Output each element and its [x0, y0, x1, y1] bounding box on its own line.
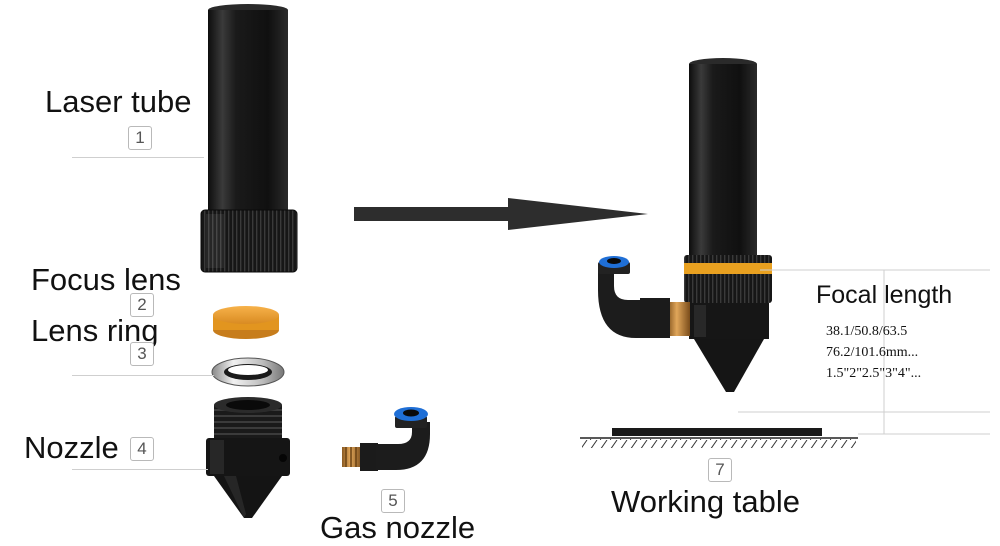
part-number-badge: 1 — [128, 126, 152, 150]
part-number-badge: 3 — [130, 342, 154, 366]
part-number-badge: 5 — [381, 489, 405, 513]
focal-length-label: Focal length — [816, 281, 953, 309]
focal-length-dimension — [738, 269, 990, 435]
focal-spec-line: 1.5"2"2.5"3"4"... — [826, 366, 922, 381]
assembled-laser-head — [598, 58, 772, 392]
laser-tube-part — [200, 4, 298, 273]
lens-ring-leader — [72, 375, 214, 376]
lens-ring-label: Lens ring — [31, 313, 159, 348]
gas-nozzle-label: Gas nozzle — [320, 510, 476, 545]
part-number-badge: 4 — [130, 437, 154, 461]
working-table-label: Working table — [611, 484, 800, 519]
lens-ring-part — [211, 357, 285, 387]
gas-nozzle-part — [342, 407, 430, 471]
focus-lens-label: Focus lens — [31, 262, 181, 297]
laser-tube-label: Laser tube — [45, 84, 192, 119]
assembly-arrow — [354, 198, 648, 230]
nozzle-label: Nozzle — [24, 430, 119, 465]
focal-spec-line: 38.1/50.8/63.5 — [826, 324, 908, 339]
nozzle-part — [206, 397, 290, 518]
laser-tube-leader — [72, 157, 204, 158]
part-number-badge: 7 — [708, 458, 732, 482]
nozzle-leader — [72, 469, 208, 470]
focus-lens-part — [213, 306, 279, 339]
working-table-graphic — [580, 428, 858, 448]
focal-spec-line: 76.2/101.6mm... — [826, 345, 919, 360]
part-number-badge: 2 — [130, 293, 154, 317]
